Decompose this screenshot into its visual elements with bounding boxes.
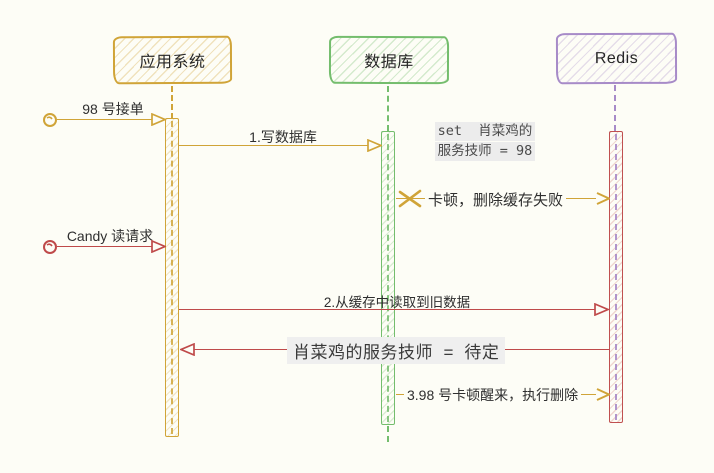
sender-dot-icon: [43, 240, 57, 254]
sender-dot-icon: [43, 113, 57, 127]
activation-bar-redis: [609, 131, 623, 423]
message-label-read-stale: 2.从缓存中读取到旧数据: [323, 295, 471, 310]
actor-box-database: 数据库: [328, 35, 450, 85]
message-line-candy-read: [57, 246, 153, 247]
message-line-read-stale: [179, 309, 596, 310]
arrowhead-icon: [151, 240, 166, 253]
lifeline-through-bar: [614, 134, 617, 420]
actor-box-redis: Redis: [555, 32, 678, 85]
arrowhead-open-icon: [596, 388, 610, 401]
actor-label-database: 数据库: [364, 53, 414, 72]
arrowhead-open-icon: [596, 192, 610, 205]
message-line-98-order: [57, 119, 153, 120]
arrowhead-icon: [151, 113, 166, 126]
message-label-write-db: 1.写数据库: [249, 129, 317, 145]
lifeline-app: [171, 86, 173, 119]
arrowhead-icon: [180, 343, 195, 356]
redis-set-annotation: set 肖菜鸡的 服务技师 = 98: [405, 122, 565, 162]
set-note-line1: set 肖菜鸡的: [434, 122, 536, 141]
message-label-delete-cache-fail: 卡顿，删除缓存失败: [425, 189, 567, 210]
activation-bar-app: [165, 118, 179, 437]
failure-x-icon: [398, 189, 422, 208]
lifeline-database: [387, 86, 389, 131]
arrowhead-icon: [594, 303, 609, 316]
lifeline-database-bottom: [387, 426, 389, 442]
actor-box-app: 应用系统: [112, 35, 233, 85]
actor-label-redis: Redis: [594, 49, 639, 67]
set-note-line2: 服务技师 = 98: [434, 142, 536, 161]
message-label-return-stale-value: 肖菜鸡的服务技师 = 待定: [287, 337, 506, 364]
lifeline-redis: [614, 85, 616, 131]
lifeline-through-bar: [386, 134, 389, 422]
activation-bar-database: [381, 131, 395, 425]
message-label-candy-read: Candy 读请求: [66, 228, 154, 244]
actor-label-app: 应用系统: [139, 53, 206, 72]
lifeline-through-bar: [170, 121, 173, 434]
arrowhead-icon: [367, 139, 382, 152]
message-line-write-db: [179, 145, 368, 146]
message-label-wakeup-delete: 3.98 号卡顿醒来，执行删除: [404, 385, 582, 405]
message-label-98-order: 98 号接单: [82, 101, 144, 117]
